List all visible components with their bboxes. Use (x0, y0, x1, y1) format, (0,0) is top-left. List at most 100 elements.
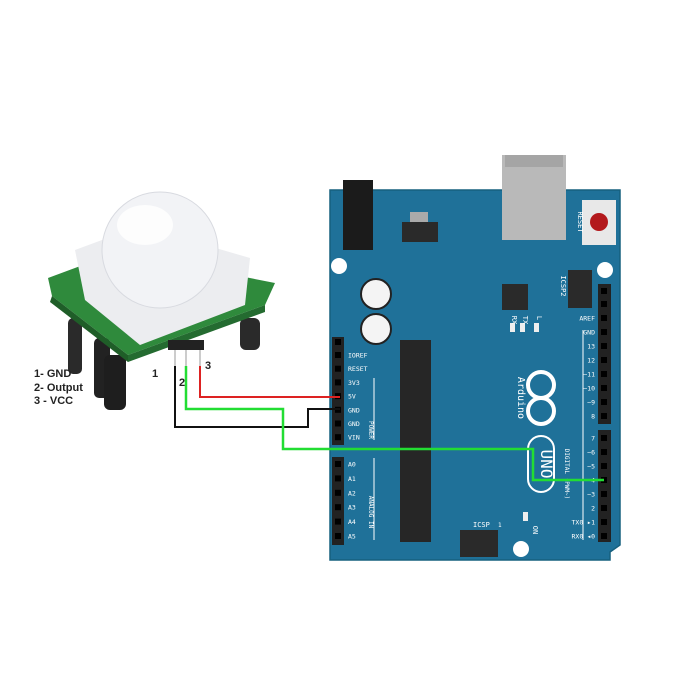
pin-label-d-2: 2 (591, 505, 595, 513)
wire-output-to-pin4 (184, 366, 604, 482)
header-pin-d-10[interactable] (601, 385, 607, 391)
sensor-pin-1-label: 1 (152, 368, 159, 380)
legend-output: 2- Output (34, 381, 83, 394)
pin-label-5v: 5V (348, 393, 356, 401)
digital-header-lower (598, 430, 611, 542)
icsp2-header (568, 270, 592, 308)
brand-label: Arduino (515, 377, 526, 419)
pin-label-a1: A1 (348, 475, 356, 483)
on-led-label: ON (531, 526, 539, 534)
analog-group-label: ANALOG IN (367, 496, 374, 529)
header-pin-d-11[interactable] (601, 371, 607, 377)
pin-label-a4: A4 (348, 518, 356, 526)
pin-label-a0: A0 (348, 461, 356, 469)
legend-gnd: 1- GND (34, 368, 72, 380)
mounting-hole (331, 258, 347, 274)
analog-header (332, 457, 344, 545)
mounting-hole (513, 541, 529, 557)
power-group-label: POWER (367, 421, 374, 439)
uno-badge (527, 435, 555, 493)
header-pin-d-TX01[interactable] (601, 519, 607, 525)
wire-gnd-to-gnd (174, 366, 340, 428)
header-pin-a4[interactable] (335, 518, 341, 525)
atmega-chip (400, 340, 431, 542)
rx-label: RX (510, 316, 518, 325)
reset-label: RESET (576, 211, 584, 233)
tx-label: TX (521, 316, 529, 325)
header-pin-d-5[interactable] (601, 463, 607, 469)
header-pin-a0[interactable] (335, 461, 341, 467)
capacitor (240, 318, 260, 350)
sensor-pin-2-label: 2 (179, 377, 186, 389)
header-pin-3v3[interactable] (335, 379, 341, 386)
sensor-pcb-edge (128, 305, 265, 362)
icsp-pin1-label: 1 (498, 522, 502, 529)
header-pin-a5[interactable] (335, 533, 341, 539)
header-pin-vin[interactable] (335, 434, 341, 441)
header-pin-sda[interactable] (601, 301, 607, 307)
pin-label-gnd: GND (348, 420, 360, 428)
sensor-pcb-edge (50, 296, 128, 362)
dome-highlight (117, 205, 173, 245)
arduino-uno-board: UNO Arduino RESET ICSP2 ICSP 1 RX TX L O… (329, 155, 621, 561)
legend-vcc: 3 - VCC (34, 395, 74, 407)
usb-chip (502, 284, 528, 310)
header-pin-ioref[interactable] (335, 352, 341, 358)
icsp2-label: ICSP2 (559, 275, 567, 296)
pin-label-a2: A2 (348, 489, 356, 497)
header-pin-d-9[interactable] (601, 399, 607, 405)
power-header (332, 337, 344, 445)
capacitor (360, 278, 392, 310)
header-pin-nc[interactable] (335, 339, 341, 345)
pin-label-d-10: ~10 (583, 385, 595, 393)
pin-label-d-6: ~6 (587, 449, 595, 457)
pin-label-d-11: ~11 (583, 371, 595, 379)
voltage-regulator (402, 222, 438, 242)
pin-label-3v3: 3V3 (348, 379, 360, 387)
digital-group-label: DIGITAL (PWM~) (563, 449, 570, 500)
power-jack (343, 180, 373, 250)
pin-label-gnd: GND (348, 406, 360, 414)
header-pin-scl[interactable] (601, 288, 607, 294)
header-pin-d-6[interactable] (601, 449, 607, 455)
header-pin-reset[interactable] (335, 365, 341, 372)
reset-button-cap[interactable] (590, 213, 608, 231)
icsp-label: ICSP (473, 521, 490, 529)
header-pin-a2[interactable] (335, 489, 341, 496)
usb-connector (502, 155, 566, 240)
pin-label-d-9: ~9 (587, 399, 595, 407)
wire-vcc-to-5v (199, 366, 340, 398)
header-pin-a3[interactable] (335, 504, 341, 511)
pin-label-reset: RESET (348, 365, 368, 373)
pin-label-d-AREF: AREF (579, 315, 595, 323)
sensor-header (168, 340, 204, 350)
pin-label-d-RX00: RX0 ◂0 (572, 533, 596, 541)
header-pin-a1[interactable] (335, 475, 341, 482)
pin-label-a3: A3 (348, 504, 356, 512)
pin-legend: 1- GND 2- Output 3 - VCC (34, 368, 83, 409)
header-pin-d-8[interactable] (601, 413, 607, 419)
pin-label-ioref: IOREF (348, 352, 368, 360)
header-pin-d-7[interactable] (601, 435, 607, 441)
uno-label: UNO (537, 450, 556, 479)
header-pin-d-RX00[interactable] (601, 533, 607, 539)
header-pin-d-GND[interactable] (601, 329, 607, 335)
header-pin-d-13[interactable] (601, 343, 607, 349)
pin-label-d-3: ~3 (587, 491, 595, 499)
header-pin-d-AREF[interactable] (601, 315, 607, 321)
pin-label-d-13: 13 (587, 343, 595, 351)
header-pin-d-12[interactable] (601, 357, 607, 363)
header-pin-d-3[interactable] (601, 491, 607, 497)
header-pin-d-2[interactable] (601, 505, 607, 511)
pin-label-d-5: ~5 (587, 463, 595, 471)
pin-label-d-12: 12 (587, 357, 595, 365)
pin-label-d-GND: GND (583, 329, 595, 337)
capacitor (68, 318, 82, 374)
header-pin-gnd[interactable] (335, 420, 341, 427)
pir-sensor (48, 191, 275, 410)
pin-label-d-7: 7 (591, 435, 595, 443)
mounting-hole (597, 262, 613, 278)
l-led-label: L (535, 316, 543, 320)
capacitor (360, 313, 392, 345)
